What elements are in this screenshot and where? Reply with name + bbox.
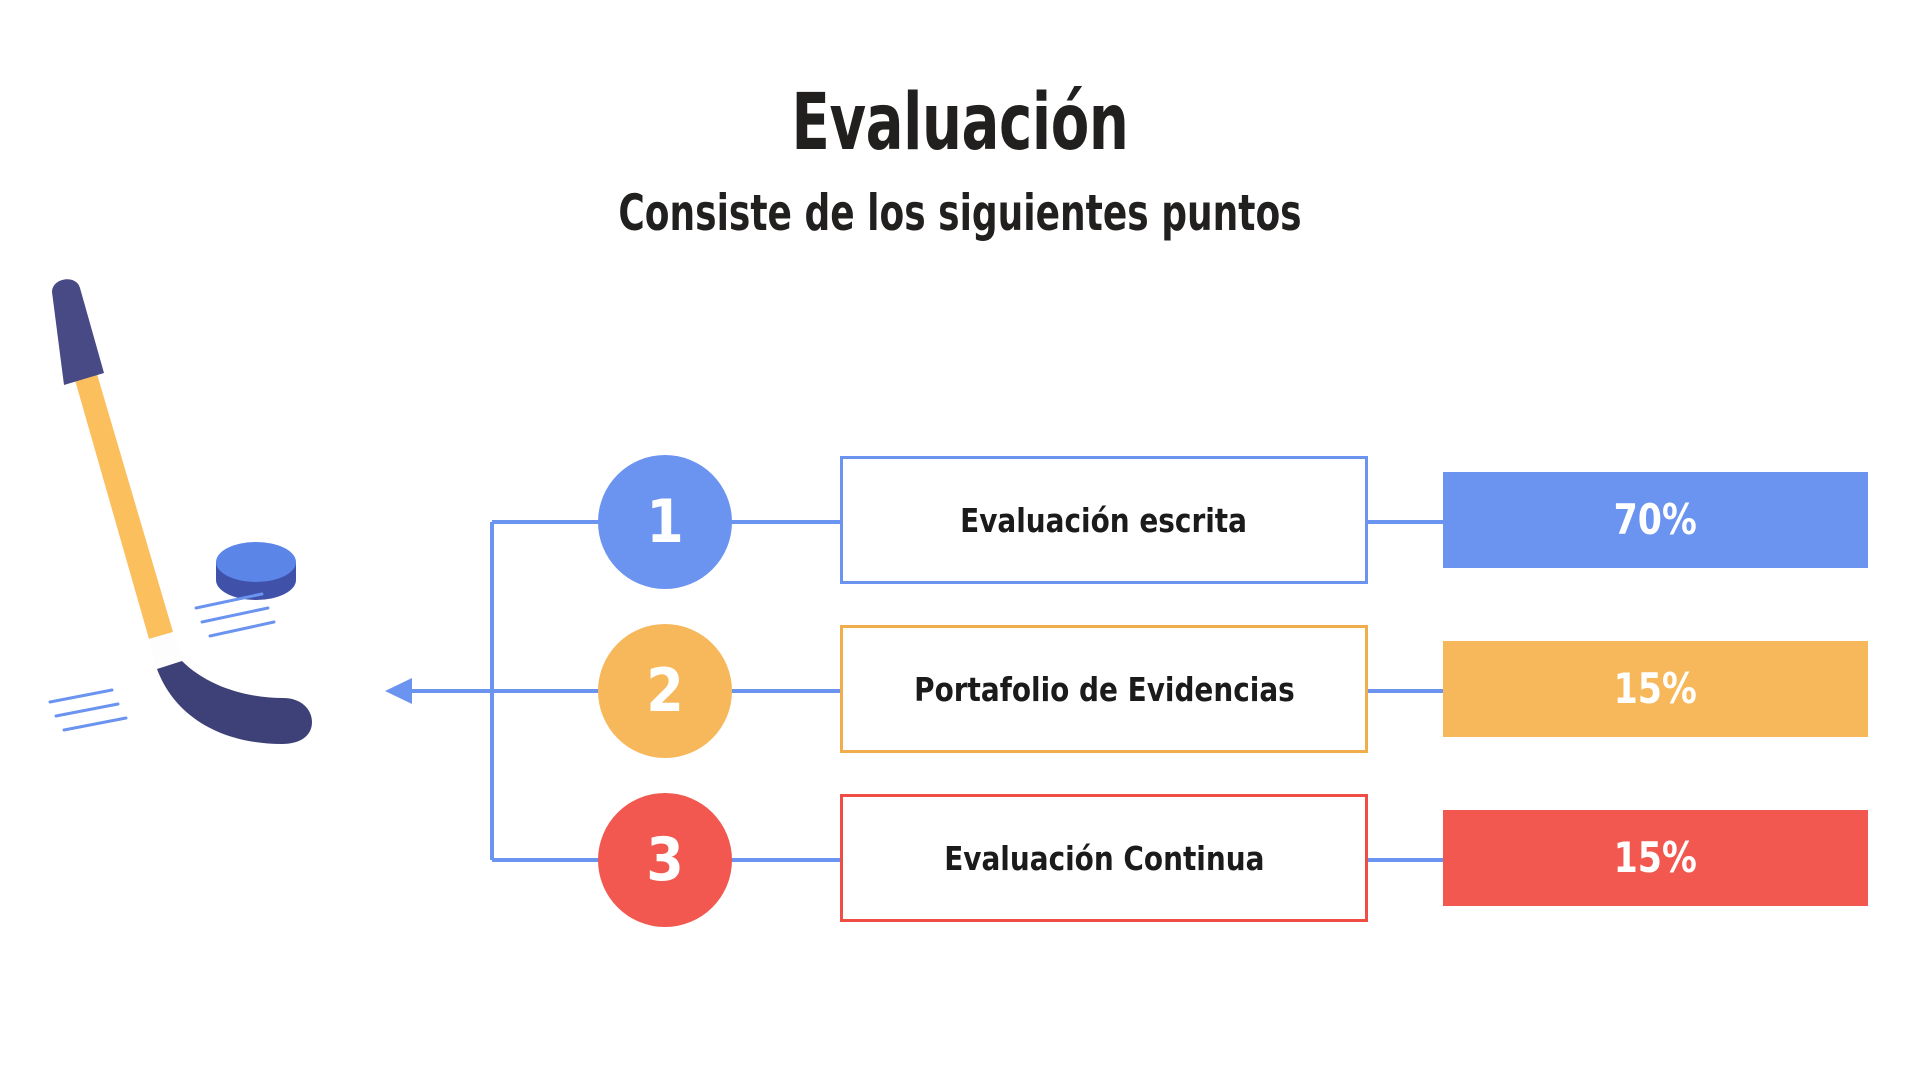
step-percent-bar[interactable]: 15% [1443,810,1868,906]
stick-grip [52,279,104,385]
step-percent-value: 15% [1613,664,1698,713]
step-row: 1 Evaluación escrita 70% [0,455,1920,595]
step-percent-bar[interactable]: 15% [1443,641,1868,737]
hockey-stick-and-puck-illustration [48,279,312,744]
step-label: Evaluación escrita [960,500,1248,540]
step-label-box[interactable]: Portafolio de Evidencias [840,625,1368,753]
header: Evaluación Consiste de los siguientes pu… [0,0,1920,238]
step-label-box[interactable]: Evaluación Continua [840,794,1368,922]
step-number-badge[interactable]: 2 [598,624,732,758]
step-percent-bar[interactable]: 70% [1443,472,1868,568]
step-number: 1 [646,487,684,557]
puck-top [216,542,296,582]
step-label-box[interactable]: Evaluación escrita [840,456,1368,584]
stick-tape [149,632,182,669]
step-percent-value: 15% [1613,833,1698,882]
blade-motion-lines [48,688,128,732]
step-label: Portafolio de Evidencias [913,669,1295,709]
step-row: 2 Portafolio de Evidencias 15% [0,624,1920,764]
step-number-badge[interactable]: 1 [598,455,732,589]
step-row: 3 Evaluación Continua 15% [0,793,1920,933]
stick-shaft [65,340,173,639]
step-label: Evaluación Continua [943,838,1265,878]
puck-motion-lines [194,592,276,638]
step-number-badge[interactable]: 3 [598,793,732,927]
step-number: 3 [646,825,684,895]
page-subtitle: Consiste de los siguientes puntos [618,184,1302,242]
page-title: Evaluación [791,78,1129,168]
step-number: 2 [646,656,684,726]
stick-blade [157,661,312,744]
step-percent-value: 70% [1613,495,1698,544]
